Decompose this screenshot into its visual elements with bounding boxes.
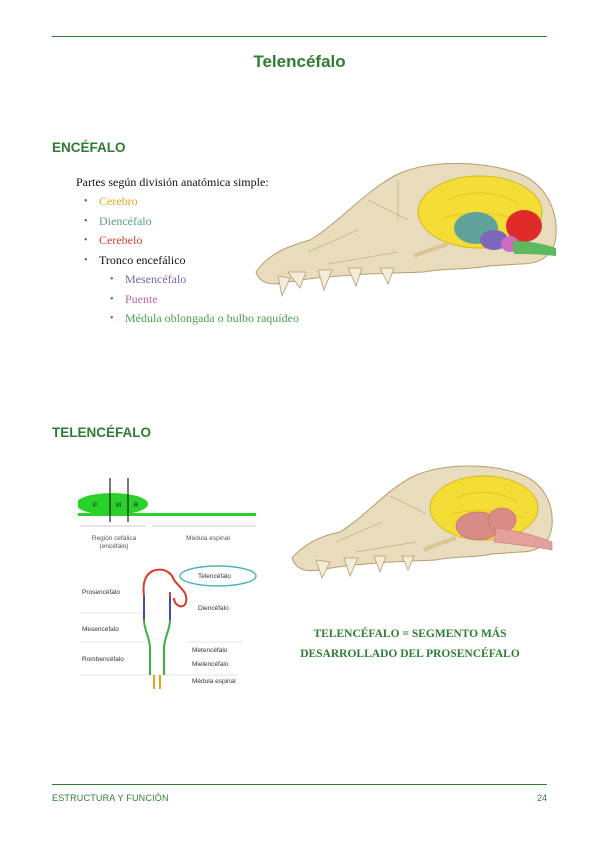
label-mesencefalo: Mesencéfalo <box>82 626 119 633</box>
label-rombencefalo: Rombencéfalo <box>82 656 124 663</box>
embryonic-brain-diagram: P M R Región cefálica (encéfalo) Médula … <box>78 478 257 689</box>
label-telencefalo: Telencéfalo <box>198 573 231 580</box>
letter-p: P <box>93 503 97 509</box>
page-title: Telencéfalo <box>253 52 346 71</box>
list-item-mesencefalo: Mesencéfalo <box>110 270 299 290</box>
brain-parts-list: Cerebro Diencéfalo Cerebelo Tronco encef… <box>84 192 186 270</box>
list-item-cerebro: Cerebro <box>84 192 186 212</box>
footer-title: ESTRUCTURA Y FUNCIÓN <box>52 793 169 803</box>
brainstem-parts-list: Mesencéfalo Puente Médula oblongada o bu… <box>110 270 299 329</box>
list-item-medula-oblongada: Médula oblongada o bulbo raquídeo <box>110 309 299 329</box>
label-metencefalo: Metencéfalo <box>192 647 228 654</box>
cephalic-region-shape <box>78 493 148 515</box>
label-diencefalo: Diencéfalo <box>198 605 229 612</box>
label-medula-espinal-top: Médula espinal <box>186 535 230 542</box>
page-number: 24 <box>536 793 547 803</box>
label-encefalo: (encéfalo) <box>100 543 129 550</box>
skull-brain-illustration <box>255 163 557 298</box>
list-item-puente: Puente <box>110 290 299 310</box>
caption-line-2: DESARROLLADO DEL PROSENCÉFALO <box>300 648 520 660</box>
label-mielencefalo: Mielencéfalo <box>192 661 229 668</box>
header-rule <box>52 36 547 37</box>
letter-m: M <box>116 503 121 509</box>
skull-telencefalo-illustration <box>291 465 553 580</box>
footer-rule <box>52 784 547 785</box>
list-item-diencefalo: Diencéfalo <box>84 212 186 232</box>
label-medula-espinal: Médula espinal <box>192 678 236 685</box>
telencefalo-highlight <box>179 565 257 587</box>
mesencefalo-shape <box>480 230 508 250</box>
parts-intro: Partes según división anatómica simple: <box>76 175 269 189</box>
label-region-cefalica: Región cefálica <box>92 535 137 542</box>
list-item-tronco: Tronco encefálico <box>84 251 186 271</box>
label-prosencefalo: Prosencéfalo <box>82 589 120 596</box>
medula-shape <box>512 241 556 256</box>
cerebelo-shape <box>506 210 542 242</box>
caption-line-1: TELENCÉFALO = SEGMENTO MÁS <box>313 628 507 640</box>
letter-r: R <box>134 503 139 509</box>
section-heading-encefalo: ENCÉFALO <box>52 140 126 155</box>
list-item-cerebelo: Cerebelo <box>84 231 186 251</box>
section-heading-telencefalo: TELENCÉFALO <box>52 425 152 440</box>
